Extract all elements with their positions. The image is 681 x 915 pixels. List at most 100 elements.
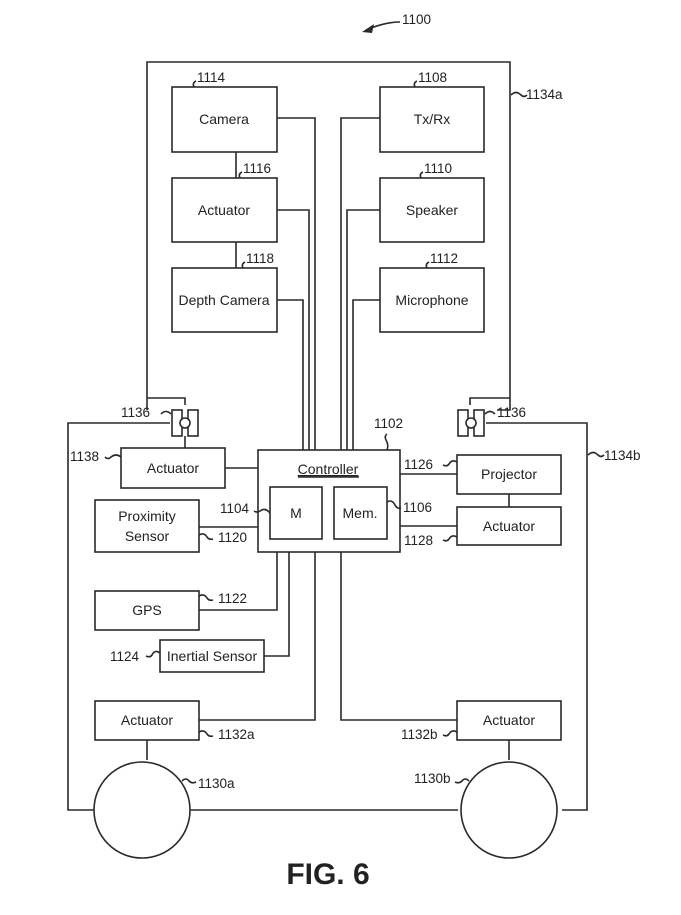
memory-box — [333, 486, 388, 540]
inertial-sensor-block: Inertial Sensor 1124 — [110, 552, 290, 673]
actuator-projector-block: Actuator 1128 — [400, 506, 562, 548]
lower-frame-left — [67, 422, 170, 811]
camera-label: Camera — [199, 111, 249, 127]
microphone-label: Microphone — [395, 292, 468, 308]
actuator-wheel-b-block: Actuator 1132b — [340, 552, 562, 760]
leader-1132a — [198, 730, 214, 738]
gps-box — [94, 590, 200, 631]
actuator-head-block: Actuator 1116 — [171, 161, 278, 243]
leader-1112 — [425, 261, 430, 269]
hinge-right-pivot-icon — [465, 417, 477, 429]
leader-1134b — [587, 451, 605, 458]
gps-label: GPS — [132, 602, 162, 618]
leader-1124 — [145, 650, 161, 658]
leader-1134a — [510, 91, 528, 98]
leader-1136-left — [160, 410, 172, 415]
ref-label-1136-left: 1136 — [121, 405, 150, 420]
wire-depth-camera — [277, 299, 304, 450]
ref-label-1120: 1120 — [218, 530, 247, 545]
leader-1130a — [181, 778, 197, 784]
leader-1132b — [442, 730, 458, 737]
wheel-b: 1130b — [414, 761, 558, 859]
ref-label-1128: 1128 — [404, 533, 433, 548]
ref-label-1106: 1106 — [403, 500, 432, 515]
leader-1116 — [238, 171, 243, 179]
actuator-wheel-a-block: Actuator 1132a — [94, 552, 316, 760]
leader-1120 — [198, 533, 214, 541]
wire-inertial-sensor — [264, 552, 290, 657]
actuator-projector-label: Actuator — [483, 518, 535, 534]
actuator-wheel-a-box — [94, 700, 200, 741]
ref-label-1130b: 1130b — [414, 771, 451, 786]
ref-label-1130a: 1130a — [198, 776, 235, 791]
memory-label: Mem. — [343, 505, 378, 521]
controller-label: Controller — [298, 461, 359, 477]
inertial-sensor-label: Inertial Sensor — [167, 648, 258, 664]
leader-1128 — [442, 535, 458, 542]
upper-frame-outline — [146, 61, 511, 411]
gps-block: GPS 1122 — [94, 552, 278, 631]
leader-1110 — [419, 171, 424, 179]
proximity-sensor-block: Proximity Sensor 1120 — [94, 499, 258, 553]
projector-label: Projector — [481, 466, 537, 482]
upper-frame-left-foot — [147, 397, 186, 405]
leader-1122 — [198, 594, 214, 602]
actuator-pivot-box — [120, 447, 226, 489]
leader-1126 — [442, 460, 458, 467]
leader-1138 — [104, 454, 122, 460]
ref-label-1118: 1118 — [246, 251, 274, 266]
ref-label-1100: 1100 — [402, 12, 431, 27]
upper-frame: 1134a — [146, 61, 563, 411]
txrx-box — [379, 86, 485, 153]
wheel-a-circle — [93, 761, 191, 859]
depth-camera-block: Depth Camera 1118 — [171, 251, 278, 333]
ref-label-1136-right: 1136 — [497, 405, 526, 420]
figure-title: FIG. 6 — [286, 858, 369, 891]
ref-label-1138: 1138 — [70, 449, 99, 464]
hinge-left-pivot-icon — [179, 417, 191, 429]
ref-label-1114: 1114 — [197, 70, 226, 85]
wire-camera — [277, 117, 316, 450]
figure-ref-1100: 1100 — [362, 12, 431, 33]
leader-1104 — [253, 508, 271, 514]
controller-block: Controller 1102 M 1104 Mem. 1106 — [220, 416, 432, 553]
upper-frame-right-foot — [469, 397, 510, 405]
projector-box — [456, 454, 562, 495]
ref-label-1108: 1108 — [418, 70, 447, 85]
txrx-label: Tx/Rx — [414, 111, 451, 127]
wheel-b-circle — [460, 761, 558, 859]
txrx-block: Tx/Rx 1108 — [379, 70, 485, 153]
leader-1136-right — [484, 410, 496, 415]
proximity-sensor-label-line2: Sensor — [125, 528, 170, 544]
actuator-pivot-label: Actuator — [147, 460, 199, 476]
actuator-head-label: Actuator — [198, 202, 250, 218]
leader-1102 — [384, 433, 389, 451]
ref-label-1116: 1116 — [243, 161, 271, 176]
microphone-block: Microphone 1112 — [379, 251, 485, 333]
wire-microphone — [352, 299, 380, 450]
wire-gps — [199, 552, 278, 611]
ref-label-1134b: 1134b — [604, 448, 641, 463]
actuator-wheel-b-box — [456, 700, 562, 741]
actuator-wheel-b-label: Actuator — [483, 712, 535, 728]
wire-actuator-wheel-b — [340, 552, 457, 721]
ref-label-1102: 1102 — [374, 416, 403, 431]
camera-block: Camera 1114 — [171, 70, 278, 153]
arrow-head-icon — [362, 24, 374, 33]
ref-label-1112: 1112 — [430, 251, 458, 266]
ref-label-1122: 1122 — [218, 591, 247, 606]
ref-label-1126: 1126 — [404, 457, 433, 472]
microphone-box — [379, 267, 485, 333]
processor-box — [269, 486, 323, 540]
proximity-sensor-box — [94, 499, 200, 553]
speaker-box — [379, 177, 485, 243]
head-wires — [235, 117, 380, 450]
ref-label-1124: 1124 — [110, 649, 140, 664]
projector-block: Projector 1126 — [400, 454, 562, 507]
wire-actuator-wheel-a — [199, 552, 316, 721]
ref-label-1104: 1104 — [220, 501, 250, 516]
actuator-projector-box — [456, 506, 562, 546]
ref-label-1132a: 1132a — [218, 727, 255, 742]
hinge-left: 1136 — [121, 405, 199, 448]
